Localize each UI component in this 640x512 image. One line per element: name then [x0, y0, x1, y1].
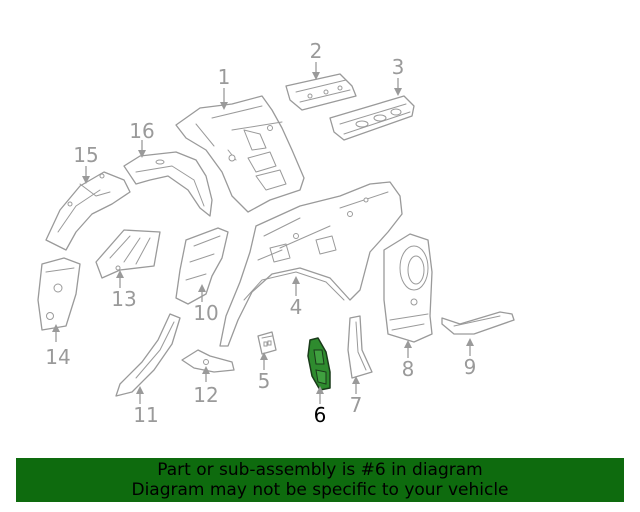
callout-9: 9: [464, 355, 477, 379]
part-5-drawing: [257, 331, 277, 355]
banner-line-2: Diagram may not be specific to your vehi…: [131, 480, 509, 500]
part-11-drawing: [115, 313, 181, 397]
part-2-drawing: [285, 73, 357, 111]
leader-lines: [52, 62, 474, 404]
parts-diagram: 1 2 3 4 5 6 7 8 9 10 11 12 13 14 15 16: [37, 39, 515, 427]
part-15-drawing: [45, 171, 131, 251]
callout-8: 8: [402, 357, 415, 381]
part-16-drawing: [123, 151, 213, 217]
part-13-drawing: [95, 229, 161, 279]
callout-4: 4: [290, 295, 303, 319]
callout-15: 15: [73, 143, 98, 167]
callout-16: 16: [129, 119, 154, 143]
callout-12: 12: [193, 383, 218, 407]
callout-1: 1: [218, 65, 231, 89]
callout-11: 11: [133, 403, 158, 427]
callout-10: 10: [193, 301, 218, 325]
callout-14: 14: [45, 345, 70, 369]
part-9-drawing: [441, 311, 515, 335]
part-6-drawing[interactable]: [307, 337, 331, 391]
part-1-drawing: [175, 95, 305, 213]
callout-labels: 1 2 3 4 5 6 7 8 9 10 11 12 13 14 15 16: [45, 39, 476, 427]
callout-13: 13: [111, 287, 136, 311]
part-7-drawing: [347, 315, 373, 379]
part-10-drawing: [175, 227, 229, 305]
banner-line-1: Part or sub-assembly is #6 in diagram: [157, 460, 483, 480]
callout-2: 2: [310, 39, 323, 63]
part-12-drawing: [181, 349, 235, 373]
info-banner: Part or sub-assembly is #6 in diagram Di…: [16, 458, 624, 502]
part-4-drawing: [219, 181, 403, 347]
callout-5: 5: [258, 369, 271, 393]
callout-3: 3: [392, 55, 405, 79]
callout-7: 7: [350, 393, 363, 417]
part-8-drawing: [383, 233, 433, 343]
part-14-drawing: [37, 257, 81, 331]
part-3-drawing: [329, 95, 415, 141]
callout-6[interactable]: 6: [314, 403, 327, 427]
